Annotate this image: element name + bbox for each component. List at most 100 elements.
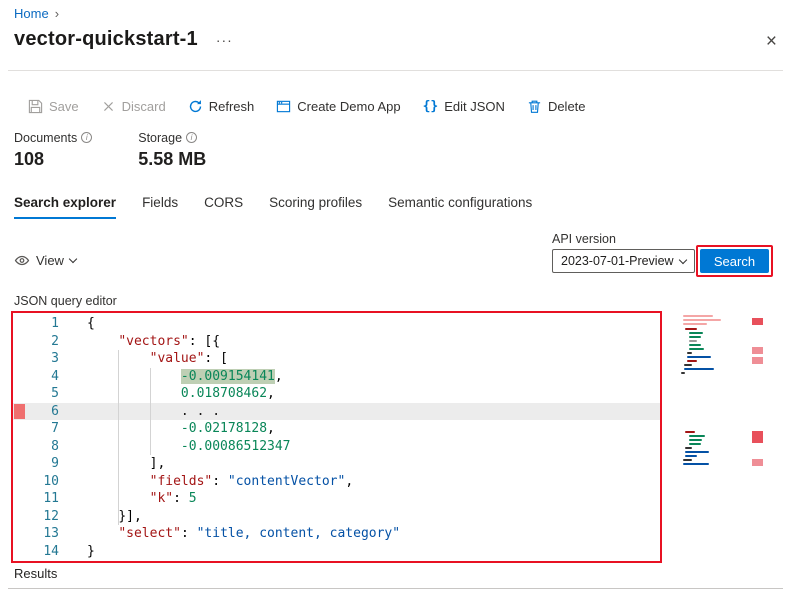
refresh-button[interactable]: Refresh — [188, 98, 255, 114]
storage-stat: Storage i 5.58 MB — [138, 131, 206, 170]
delete-button[interactable]: Delete — [527, 99, 586, 114]
minimap-code-bar — [689, 344, 701, 346]
editor-line: 7 -0.02178128, — [13, 420, 660, 438]
editor-line: 8 -0.00086512347 — [13, 438, 660, 456]
minimap-code-bar — [685, 328, 697, 330]
tab-semantic-configurations[interactable]: Semantic configurations — [388, 195, 533, 210]
command-bar: Save Discard Refresh Create Demo App {} … — [28, 94, 586, 118]
header-divider — [8, 70, 783, 71]
edit-json-button[interactable]: {} Edit JSON — [423, 99, 505, 114]
json-query-editor-label: JSON query editor — [14, 294, 117, 308]
info-icon: i — [81, 132, 93, 143]
api-version-select[interactable]: 2023-07-01-Preview — [552, 249, 695, 273]
tab-scoring-profiles[interactable]: Scoring profiles — [269, 195, 363, 210]
save-button[interactable]: Save — [28, 99, 79, 114]
discard-button[interactable]: Discard — [101, 99, 166, 114]
tab-bar: Search explorer Fields CORS Scoring prof… — [14, 195, 532, 219]
info-icon: i — [186, 132, 198, 143]
refresh-icon — [188, 99, 203, 114]
line-number: 2 — [51, 333, 59, 349]
documents-stat-value: 108 — [14, 149, 45, 169]
breadcrumb-home-link[interactable]: Home — [14, 6, 49, 21]
editor-line: 14} — [13, 543, 660, 561]
editor-line: 5 0.018708462, — [13, 385, 660, 403]
line-number: 4 — [51, 368, 59, 384]
editor-line: 10 "fields": "contentVector", — [13, 473, 660, 491]
tab-search-explorer[interactable]: Search explorer — [14, 195, 117, 219]
minimap-code-bar — [689, 340, 697, 342]
minimap-code-bar — [689, 439, 702, 441]
edit-json-icon: {} — [422, 98, 439, 114]
minimap-code-bar — [683, 463, 709, 465]
minimap-code-bar — [685, 451, 709, 453]
close-button[interactable]: × — [765, 31, 777, 52]
overview-ruler-mark — [752, 459, 763, 466]
results-section-label: Results — [14, 566, 58, 581]
refresh-button-label: Refresh — [208, 98, 255, 114]
documents-stat: Documents i 108 — [14, 131, 93, 170]
editor-line: 11 "k": 5 — [13, 490, 660, 508]
more-options-button[interactable]: ··· — [215, 31, 233, 48]
minimap-code-bar — [687, 360, 697, 362]
minimap-code-bar — [684, 368, 714, 370]
editor-line: 1{ — [13, 315, 660, 333]
line-number: 1 — [51, 316, 59, 331]
minimap-code-bar — [684, 364, 692, 366]
delete-icon — [527, 99, 542, 114]
delete-button-label: Delete — [547, 98, 586, 114]
minimap-code-bar — [685, 455, 697, 457]
line-number: 8 — [51, 438, 59, 454]
storage-stat-value: 5.58 MB — [138, 149, 207, 169]
chevron-down-icon — [68, 254, 78, 263]
editor-line: 3 "value": [ — [13, 350, 660, 368]
api-version-label: API version — [552, 232, 616, 246]
minimap-code-bar — [683, 459, 692, 461]
json-editor-annotation: 1{2 "vectors": [{3 "value": [4 -0.009154… — [11, 311, 662, 563]
create-demo-app-button[interactable]: Create Demo App — [276, 99, 401, 114]
storage-stat-label: Storage — [138, 131, 183, 145]
stats: Documents i 108 Storage i 5.58 MB — [14, 131, 206, 170]
line-number: 5 — [51, 386, 59, 401]
line-number: 13 — [43, 526, 59, 541]
page-title: vector-quickstart-1 — [14, 28, 198, 50]
chevron-down-icon — [678, 255, 688, 264]
editor-line: 13 "select": "title, content, category" — [13, 525, 660, 543]
minimap-code-bar — [685, 447, 692, 449]
edit-json-button-label: Edit JSON — [444, 98, 505, 114]
minimap-code-bar — [683, 315, 713, 317]
editor-line: 2 "vectors": [{ — [13, 333, 660, 351]
line-number: 7 — [51, 421, 59, 436]
line-number: 3 — [51, 351, 59, 366]
search-button-annotation: Search — [696, 245, 773, 277]
tab-cors[interactable]: CORS — [204, 195, 244, 210]
editor-lines: 1{2 "vectors": [{3 "value": [4 -0.009154… — [13, 315, 660, 560]
minimap-code-bar — [683, 319, 721, 321]
line-number: 6 — [51, 403, 59, 419]
minimap-code-bar — [689, 348, 704, 350]
minimap-code-bar — [681, 372, 685, 374]
title-row: vector-quickstart-1 ··· — [14, 28, 233, 51]
results-divider — [8, 588, 783, 589]
minimap-code-bar — [689, 443, 701, 445]
breadcrumb-chevron-icon: › — [54, 6, 60, 21]
view-dropdown-button[interactable]: View — [14, 252, 78, 268]
minimap-code-bar — [689, 332, 703, 334]
json-query-editor[interactable]: 1{2 "vectors": [{3 "value": [4 -0.009154… — [13, 313, 660, 561]
editor-line: 6 . . . — [13, 402, 660, 420]
save-button-label: Save — [49, 98, 79, 114]
view-dropdown-label: View — [36, 252, 64, 268]
minimap-code-bar — [683, 323, 707, 325]
save-icon — [28, 99, 43, 114]
minimap[interactable] — [681, 313, 743, 559]
api-version-value: 2023-07-01-Preview — [561, 254, 674, 268]
tab-fields[interactable]: Fields — [142, 195, 179, 210]
overview-ruler-mark — [752, 318, 763, 325]
line-number: 14 — [43, 543, 59, 559]
discard-icon — [101, 99, 116, 114]
breadcrumb: Home › — [14, 6, 59, 21]
error-gutter-mark-icon — [14, 403, 25, 419]
search-button[interactable]: Search — [700, 249, 769, 273]
overview-ruler-mark — [752, 431, 763, 443]
minimap-code-bar — [689, 336, 701, 338]
